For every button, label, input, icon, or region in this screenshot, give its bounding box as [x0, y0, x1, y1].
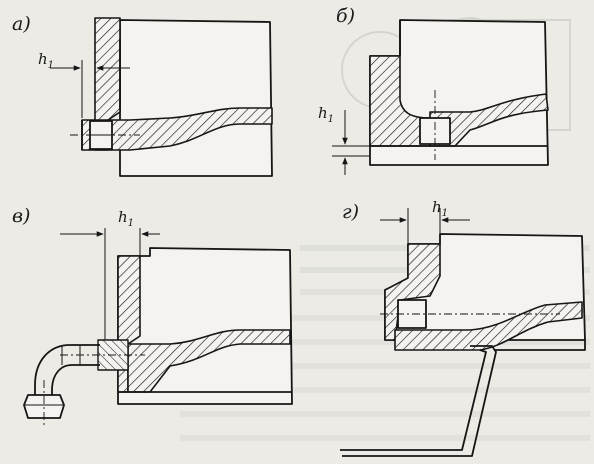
panel-g-drain-tube [340, 345, 497, 457]
panel-v: в) h1 [12, 205, 293, 428]
panel-g-label: г) [342, 201, 359, 223]
panel-b: б) h1 [318, 5, 549, 175]
panel-a-label: а) [12, 13, 31, 35]
panel-v-label: в) [12, 205, 30, 227]
panel-g-dim: h1 [432, 198, 448, 219]
panel-v-flange [127, 329, 291, 393]
panel-g: г) h1 [340, 198, 586, 457]
panel-b-label: б) [336, 5, 355, 27]
panel-v-elbow-pipe [34, 344, 100, 395]
panel-b-plate [429, 93, 549, 147]
panel-a-dim: h1 [38, 50, 54, 71]
panel-a-housing [119, 19, 273, 177]
panel-a-flange [81, 107, 273, 151]
panel-a: а) h1 [12, 13, 273, 177]
panel-b-dim: h1 [318, 104, 334, 125]
panel-v-dim: h1 [118, 208, 134, 229]
